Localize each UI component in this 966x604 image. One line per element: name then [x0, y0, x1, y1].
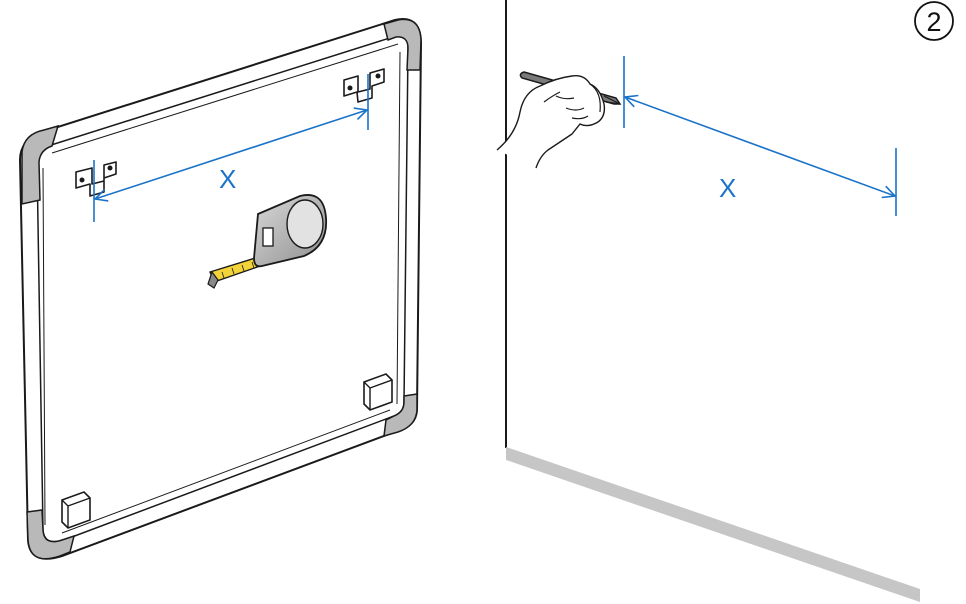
hand-with-pencil-icon — [496, 71, 622, 169]
mirror-corner-top-right — [383, 18, 422, 71]
wall: X — [496, 0, 920, 602]
bracket-right — [343, 68, 385, 103]
step-number-circle — [914, 1, 954, 41]
floor-skirting — [506, 447, 920, 602]
mirror-dimension: X — [93, 74, 369, 222]
wall-dimension: X — [623, 56, 897, 216]
wall-dimension-label: X — [719, 173, 736, 203]
foot-bottom-left — [61, 491, 91, 529]
wall-dimension-arrow — [625, 97, 895, 196]
mirror-panel: X — [18, 18, 423, 560]
step-number: 2 — [926, 7, 941, 37]
mirror-corner-bottom-left — [26, 509, 76, 560]
step-number-badge: 2 — [914, 1, 954, 41]
mirror-corner-top-left — [21, 124, 60, 205]
mirror-frame-inner-line — [42, 43, 401, 534]
mirror-dimension-label: X — [219, 164, 236, 194]
mirror-frame-inner — [36, 35, 409, 543]
mirror-dimension-arrow — [95, 110, 367, 199]
mirror-corner-bottom-right — [383, 393, 418, 438]
foot-bottom-right — [363, 373, 393, 411]
